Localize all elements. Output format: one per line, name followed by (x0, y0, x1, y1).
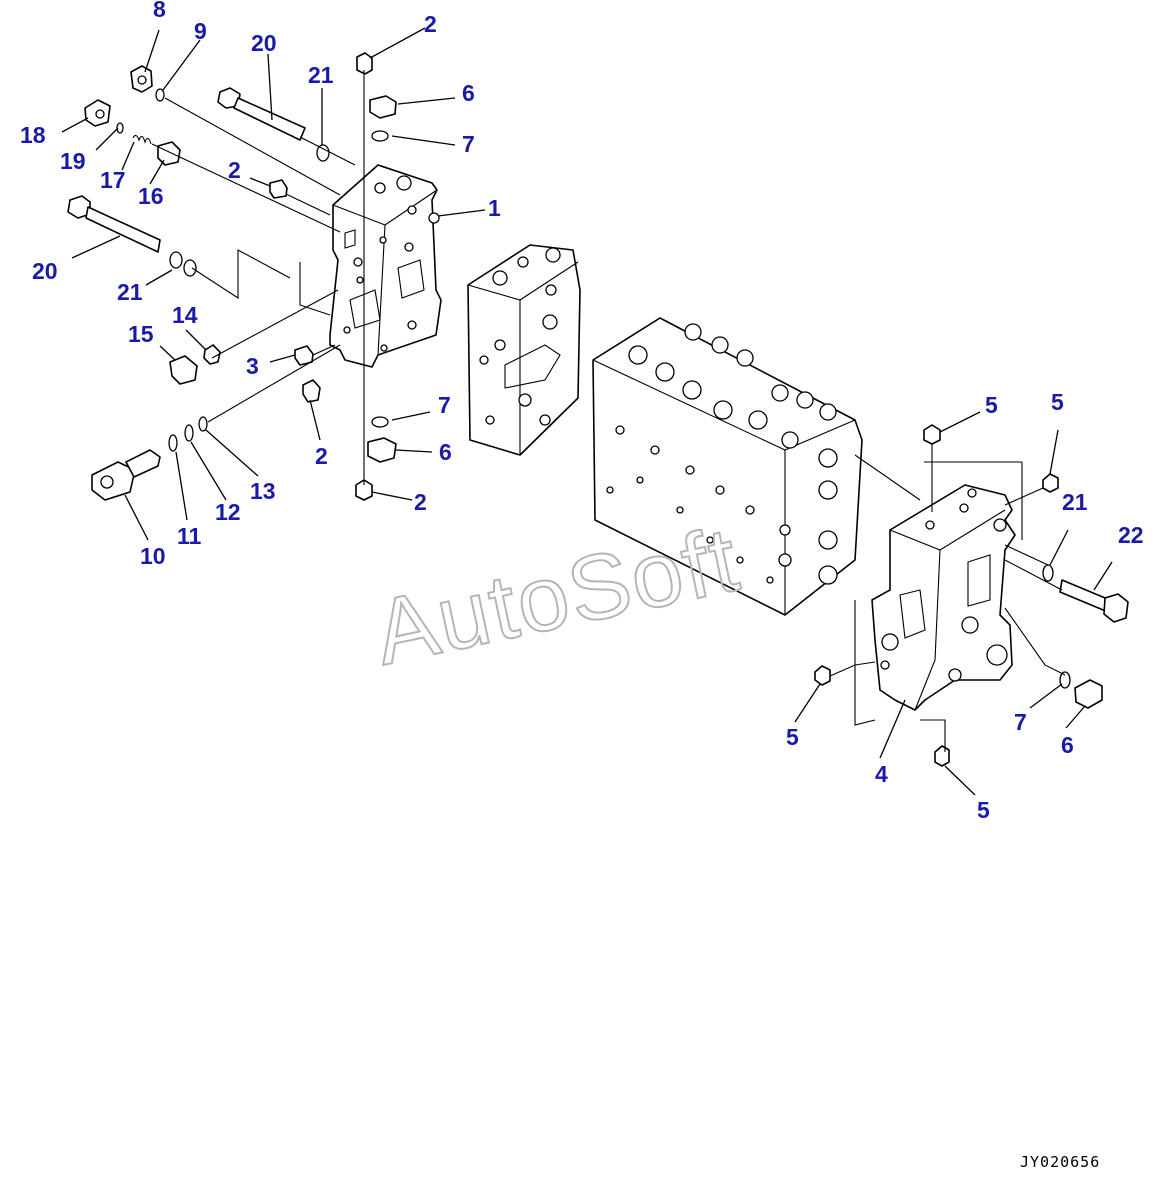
callout-4: 4 (875, 761, 888, 787)
callout-labels: 1 2 2 2 2 3 4 5 5 5 5 6 6 6 7 7 7 8 9 10… (20, 0, 1144, 823)
callout-7: 7 (1014, 709, 1027, 735)
callout-16: 16 (138, 183, 164, 209)
callout-5: 5 (985, 392, 998, 418)
callout-2: 2 (414, 489, 427, 515)
callout-2: 2 (315, 443, 328, 469)
main-valve-body (592, 317, 863, 616)
callout-6: 6 (462, 80, 475, 106)
drawing-number: JY020656 (1020, 1153, 1100, 1171)
left-end-cover (329, 164, 442, 368)
callout-14: 14 (172, 302, 198, 328)
callout-21: 21 (308, 62, 334, 88)
callout-2: 2 (228, 157, 241, 183)
callout-5: 5 (977, 797, 990, 823)
small-parts-left (67, 52, 397, 501)
callout-22: 22 (1118, 522, 1144, 548)
callout-7: 7 (438, 392, 451, 418)
callout-21: 21 (1062, 489, 1088, 515)
callout-5: 5 (786, 724, 799, 750)
callout-19: 19 (60, 148, 86, 174)
callout-8: 8 (153, 0, 166, 22)
callout-1: 1 (488, 195, 501, 221)
callout-5: 5 (1051, 389, 1064, 415)
valve-section-block (467, 244, 581, 456)
callout-11: 11 (177, 523, 202, 549)
callout-20: 20 (251, 30, 277, 56)
callout-15: 15 (128, 321, 154, 347)
callout-13: 13 (250, 478, 276, 504)
callout-17: 17 (100, 167, 126, 193)
callout-7: 7 (462, 131, 475, 157)
callout-6: 6 (439, 439, 452, 465)
callout-20: 20 (32, 258, 58, 284)
callout-2: 2 (424, 11, 437, 37)
right-end-cover (871, 484, 1016, 711)
leader-lines (61, 27, 1113, 796)
callout-3: 3 (246, 353, 259, 379)
callout-6: 6 (1061, 732, 1074, 758)
callout-12: 12 (215, 499, 241, 525)
watermark: AutoSoft (366, 508, 748, 684)
callout-18: 18 (20, 122, 46, 148)
callout-9: 9 (194, 18, 207, 44)
callout-21: 21 (117, 279, 143, 305)
callout-10: 10 (140, 543, 166, 569)
